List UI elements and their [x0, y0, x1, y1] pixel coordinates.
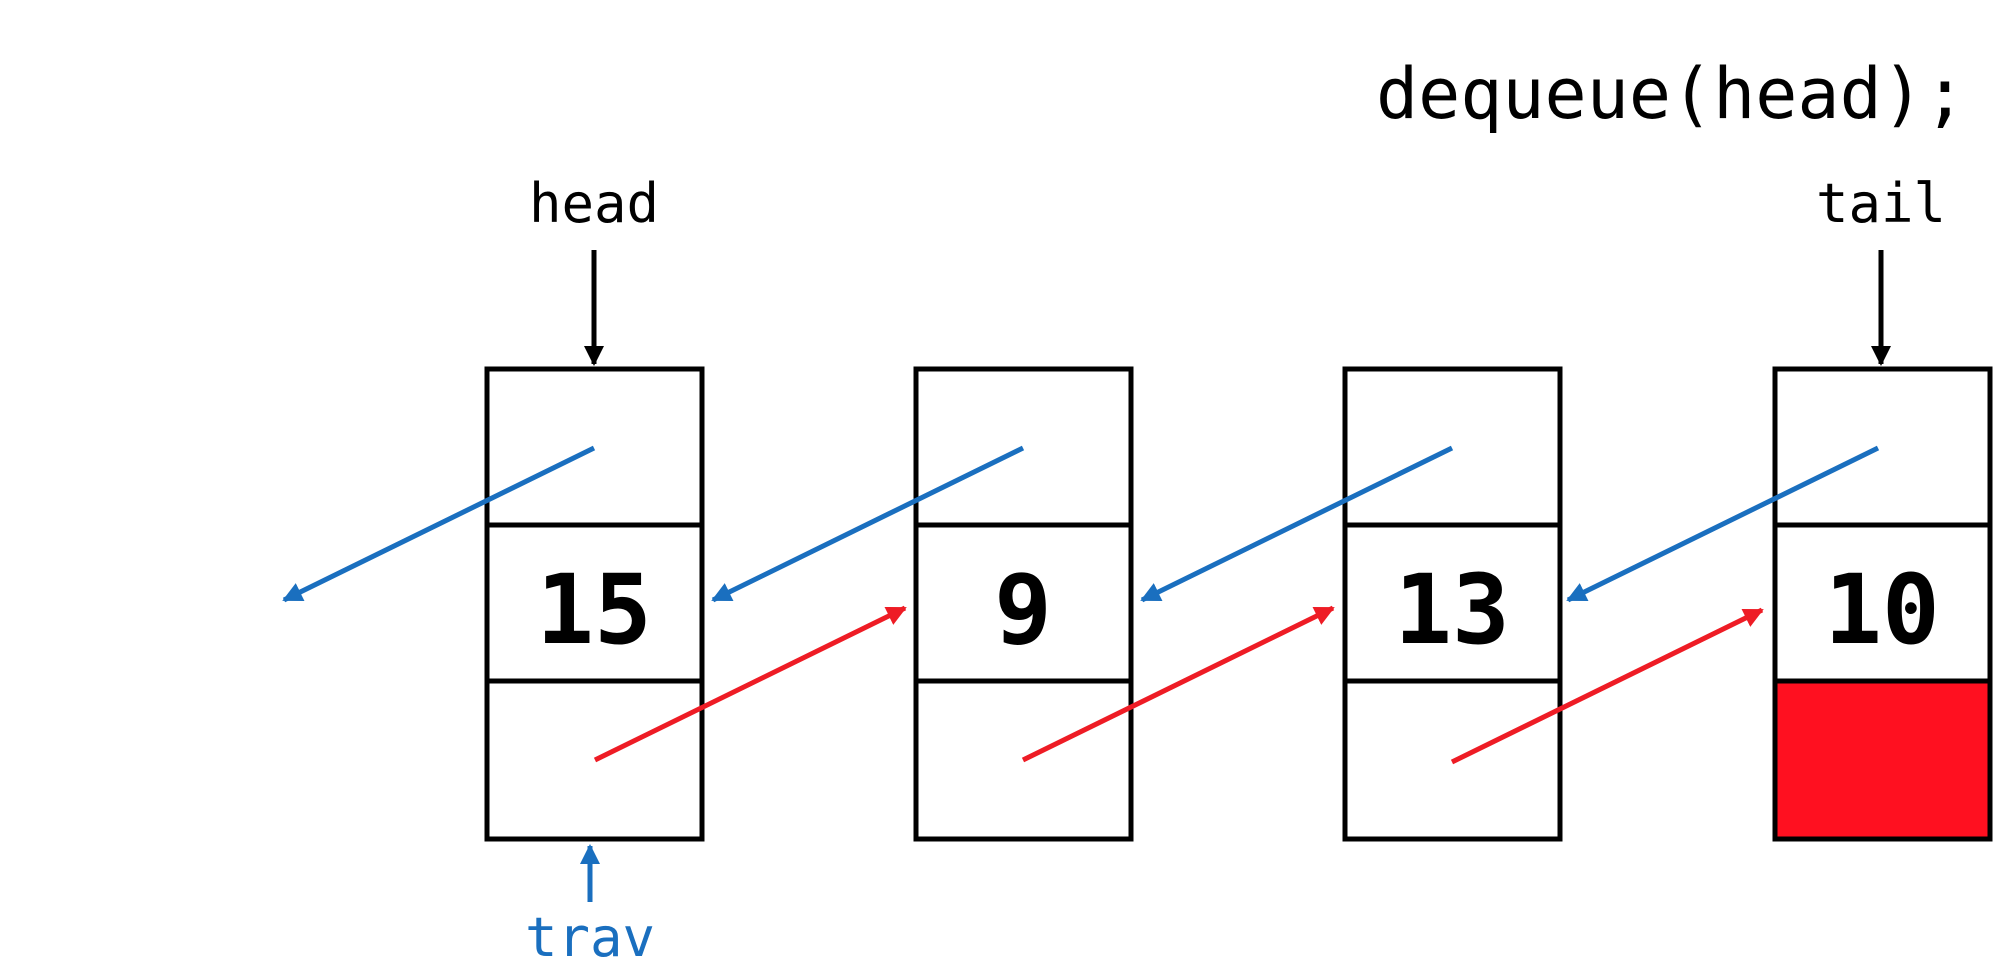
next-pointer-arrow	[593, 605, 907, 763]
node-box	[484, 366, 705, 842]
node-box	[1772, 366, 1993, 842]
node-box	[913, 366, 1134, 842]
node-value: 9	[994, 554, 1052, 666]
prev-pointer-arrow	[1566, 445, 1880, 603]
queue-node: 15	[484, 366, 705, 842]
queue-node: 10	[1772, 366, 1993, 842]
trav-pointer-label: trav	[525, 906, 655, 966]
prev-pointer-arrow	[711, 445, 1025, 603]
queue-node: 13	[1342, 366, 1563, 842]
tail-pointer-label: tail	[1816, 172, 1946, 235]
head-pointer-label: head	[529, 172, 659, 235]
next-pointer-arrow	[1450, 607, 1764, 765]
queue-node: 9	[913, 366, 1134, 842]
node-value: 15	[536, 554, 652, 666]
node-value: 13	[1394, 554, 1510, 666]
null-next-fill	[1775, 681, 1990, 839]
node-value: 10	[1824, 554, 1940, 666]
next-pointer-arrow	[1021, 605, 1335, 763]
prev-pointer-arrow	[1140, 445, 1454, 603]
node-box	[1342, 366, 1563, 842]
code-label: dequeue(head);	[1376, 53, 1966, 135]
prev-pointer-arrow	[282, 445, 596, 603]
